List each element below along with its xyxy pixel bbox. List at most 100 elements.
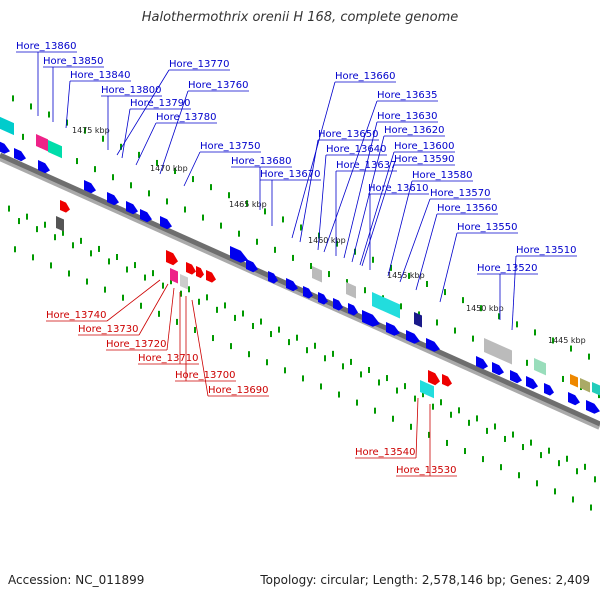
tick-mark bbox=[148, 190, 150, 197]
tick-mark bbox=[408, 272, 410, 279]
tick-mark bbox=[458, 407, 460, 414]
tick-mark bbox=[188, 286, 190, 293]
tick-mark bbox=[386, 375, 388, 382]
tick-mark bbox=[252, 322, 254, 329]
tick-mark bbox=[446, 439, 448, 446]
feature-glyph bbox=[372, 292, 400, 319]
tick-mark bbox=[80, 237, 82, 244]
leader-line bbox=[351, 135, 385, 263]
tick-mark bbox=[44, 221, 46, 228]
forward-gene-glyph bbox=[107, 192, 119, 206]
forward-gene-glyph bbox=[140, 209, 152, 223]
tick-mark bbox=[526, 359, 528, 366]
tick-mark bbox=[364, 287, 366, 294]
forward-gene-glyph bbox=[14, 148, 26, 162]
forward-gene-glyph bbox=[492, 362, 504, 376]
tick-marks bbox=[8, 95, 600, 511]
tick-mark bbox=[14, 246, 16, 253]
tick-mark bbox=[476, 415, 478, 422]
gene-label: Hore_13790 bbox=[130, 98, 191, 109]
kbp-label: 1445 kbp bbox=[548, 336, 586, 345]
tick-mark bbox=[278, 326, 280, 333]
gene-label: Hore_13530 bbox=[396, 465, 457, 476]
gene-label: Hore_13860 bbox=[16, 41, 77, 52]
feature-glyph bbox=[36, 134, 48, 152]
reverse-gene-glyph bbox=[186, 262, 196, 275]
tick-mark bbox=[576, 468, 578, 475]
feature-glyph bbox=[48, 140, 62, 159]
feature-glyph bbox=[346, 282, 356, 299]
tick-mark bbox=[152, 270, 154, 277]
gene-label: Hore_13770 bbox=[169, 59, 230, 70]
leader-line bbox=[138, 283, 169, 336]
tick-mark bbox=[266, 359, 268, 366]
tick-mark bbox=[158, 310, 160, 317]
tick-mark bbox=[94, 166, 96, 173]
gene-label: Hore_13620 bbox=[384, 125, 445, 136]
tick-mark bbox=[282, 216, 284, 223]
tick-mark bbox=[450, 411, 452, 418]
tick-mark bbox=[360, 371, 362, 378]
tick-mark bbox=[314, 342, 316, 349]
tick-mark bbox=[566, 455, 568, 462]
gene-label: Hore_13660 bbox=[335, 71, 396, 82]
tick-mark bbox=[140, 302, 142, 309]
tick-mark bbox=[202, 214, 204, 221]
tick-mark bbox=[32, 254, 34, 261]
leader-line bbox=[299, 139, 319, 243]
gene-features bbox=[0, 116, 600, 414]
tick-mark bbox=[480, 305, 482, 312]
reverse-gene-glyph bbox=[60, 200, 70, 213]
feature-glyph bbox=[484, 338, 512, 365]
gene-label: Hore_13680 bbox=[231, 156, 292, 167]
leader-line bbox=[511, 255, 517, 331]
forward-gene-glyph bbox=[510, 370, 522, 384]
tick-mark bbox=[534, 329, 536, 336]
tick-mark bbox=[246, 200, 248, 207]
kbp-label: 1470 kbp bbox=[150, 164, 188, 173]
tick-mark bbox=[336, 240, 338, 247]
forward-gene-glyph bbox=[426, 338, 440, 352]
kbp-label: 1465 kbp bbox=[229, 200, 267, 209]
tick-mark bbox=[84, 127, 86, 134]
tick-mark bbox=[404, 383, 406, 390]
forward-gene-glyph bbox=[84, 180, 96, 194]
kbp-label: 1455 kbp bbox=[387, 271, 425, 280]
tick-mark bbox=[292, 254, 294, 261]
gene-label: Hore_13630 bbox=[377, 111, 438, 122]
leader-line bbox=[317, 154, 327, 251]
feature-glyph bbox=[592, 381, 600, 397]
reverse-gene-glyph bbox=[428, 370, 440, 386]
reverse-gene-glyph bbox=[196, 266, 204, 279]
feature-glyph bbox=[570, 374, 578, 388]
tick-mark bbox=[426, 280, 428, 287]
tick-mark bbox=[522, 444, 524, 451]
leader-line bbox=[323, 100, 378, 253]
feature-glyph bbox=[312, 265, 322, 283]
tick-mark bbox=[302, 375, 304, 382]
tick-mark bbox=[166, 198, 168, 205]
tick-mark bbox=[436, 319, 438, 326]
leader-line bbox=[106, 279, 161, 322]
forward-gene-glyph bbox=[568, 392, 580, 406]
tick-mark bbox=[440, 399, 442, 406]
gene-label: Hore_13600 bbox=[394, 141, 455, 152]
tick-mark bbox=[242, 310, 244, 317]
tick-mark bbox=[432, 403, 434, 410]
leader-line bbox=[415, 397, 419, 459]
tick-mark bbox=[422, 391, 424, 398]
tick-mark bbox=[584, 463, 586, 470]
tick-mark bbox=[454, 327, 456, 334]
tick-mark bbox=[410, 423, 412, 430]
tick-mark bbox=[444, 289, 446, 296]
tick-mark bbox=[76, 158, 78, 165]
tick-mark bbox=[558, 460, 560, 467]
tick-mark bbox=[256, 238, 258, 245]
gene-label: Hore_13580 bbox=[412, 170, 473, 181]
gene-label: Hore_13670 bbox=[260, 169, 321, 180]
tick-mark bbox=[468, 419, 470, 426]
tick-mark bbox=[48, 111, 50, 118]
kbp-label: 1475 kbp bbox=[72, 126, 110, 135]
topology-text: Topology: circular; Length: 2,578,146 bp… bbox=[260, 573, 590, 587]
gene-label: Hore_13720 bbox=[106, 339, 167, 350]
